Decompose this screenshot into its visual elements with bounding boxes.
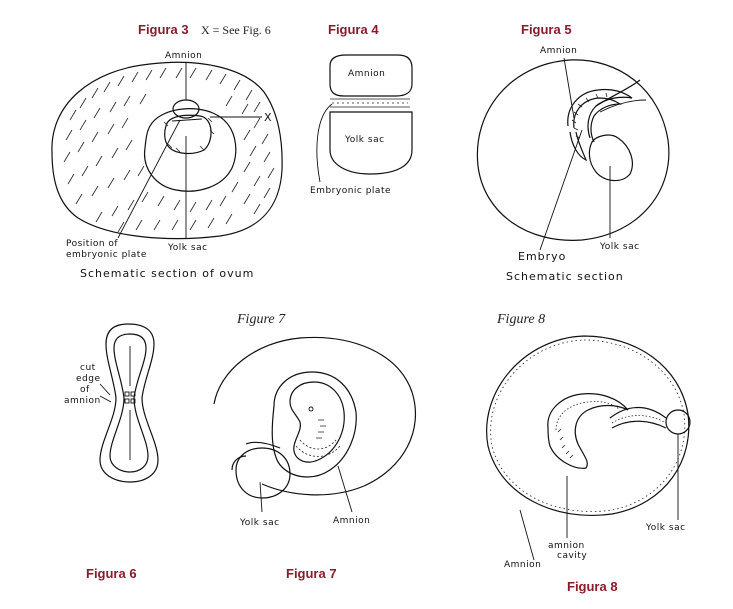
figure-8-amnion-cavity-label-1: amnion (548, 541, 585, 551)
figure-5-caption: Figura 5 (521, 22, 572, 37)
figure-3-note: X = See Fig. 6 (201, 23, 271, 37)
figure-5-ovum-outline (476, 59, 670, 241)
figure-6-inner-outline (109, 333, 149, 473)
figure-8-yolk-sac-label: Yolk sac (645, 523, 686, 533)
figure-5-embryo-tail (569, 131, 588, 162)
figure-6-label-line-1: cut (80, 363, 96, 373)
figure-6-leader-1 (99, 383, 111, 396)
figure-6-leader-2 (99, 395, 112, 403)
figure-3-position-label-1: Position of (66, 239, 118, 249)
figure-3-yolk-sac-label: Yolk sac (167, 243, 208, 253)
figure-3-bottom-label: Schematic section of ovum (80, 267, 254, 280)
figure-8-amnion-label: Amnion (504, 560, 541, 570)
figure-5-amnion-label: Amnion (540, 46, 577, 56)
figure-4-amnion-box (329, 54, 413, 97)
figure-7-top-caption: Figure 7 (236, 312, 286, 327)
figure-6-label-line-4: amnion (64, 396, 101, 406)
figure-7-caption: Figura 7 (286, 566, 337, 581)
figure-6-outer-outline (99, 323, 159, 483)
figure-7-ovum-outline (213, 336, 416, 496)
figure-3: Figura 3 X = See Fig. 6 Amnion X Positio… (51, 22, 283, 280)
figure-3-embryonic-plate-mark (171, 118, 203, 122)
figure-3-position-leader (117, 119, 181, 239)
figure-8: Figure 8 amnion cavity Amnion Yolk sac F… (486, 312, 691, 594)
figure-7-embryo-eye (308, 406, 314, 412)
figure-7-yolk-sac-label: Yolk sac (239, 518, 280, 528)
figure-4-plate-leader (316, 103, 333, 183)
figure-3-position-label-2: embryonic plate (66, 250, 147, 260)
figure-7-embryo (289, 381, 345, 463)
figure-4-embryonic-plate-band (330, 98, 410, 108)
figure-3-amnion-label: Amnion (165, 51, 202, 61)
figure-8-top-caption: Figure 8 (496, 312, 545, 327)
figure-8-amnion-cavity-label-2: cavity (557, 551, 587, 561)
figure-3-caption: Figura 3 (138, 22, 189, 37)
figure-7-embryo-hatch (295, 439, 341, 457)
figure-4-yolk-sac-label: Yolk sac (344, 135, 385, 145)
figure-7-yolk-sac-leader (259, 481, 263, 513)
figure-5-yolk-sac (588, 134, 633, 182)
figure-8-yolk-sac (665, 409, 691, 435)
figure-5: Figura 5 Amnion Embryo Yolk sac Schemati… (476, 22, 670, 283)
figure-8-caption: Figura 8 (567, 579, 618, 594)
figure-8-embryo-hatch (555, 401, 621, 431)
figure-3-chorion-hatching (63, 67, 275, 233)
figure-4-caption: Figura 4 (328, 22, 379, 37)
figure-8-amnion-band-top (609, 407, 667, 419)
figure-6: cut edge of amnion Figura 6 (64, 323, 159, 581)
figure-7: Figure 7 Yolk sac Amnion Figura 7 (213, 312, 416, 581)
figure-4-yolk-sac-box (329, 111, 413, 175)
figure-7-yolk-sac (235, 447, 291, 499)
figure-6-label-line-3: of (80, 385, 90, 395)
figure-8-embryo (547, 393, 629, 469)
figure-6-label-line-2: edge (76, 374, 101, 384)
figure-8-ovum-outline (486, 335, 690, 516)
figure-5-amnion-leader (563, 57, 575, 119)
figure-4-embryonic-plate-label: Embryonic plate (310, 186, 391, 196)
figure-8-amnion-leader (519, 509, 535, 561)
figure-5-bottom-label: Schematic section (506, 270, 624, 283)
figure-6-caption: Figura 6 (86, 566, 137, 581)
figure-5-yolk-sac-label: Yolk sac (599, 242, 640, 252)
figure-4: Figura 4 Amnion Yolk sac Embryonic plate (310, 22, 413, 196)
figure-5-embryo-outer (567, 88, 633, 139)
figure-7-stalk (245, 441, 281, 449)
figure-4-amnion-label: Amnion (348, 69, 385, 79)
figure-5-embryo-label: Embryo (518, 250, 566, 263)
figure-7-amnion-leader (337, 465, 353, 513)
figure-7-amnion-sac (271, 371, 357, 478)
figure-7-amnion-label: Amnion (333, 516, 370, 526)
figure-5-embryo-leader (539, 129, 583, 251)
figure-8-amnion-band-bottom (611, 420, 667, 429)
figure-8-chorion-hatching (490, 339, 686, 512)
figure-5-amnion-fold (595, 79, 641, 107)
figure-3-x-marker: X (264, 111, 273, 124)
figure-3-inner-cavity (144, 108, 237, 192)
figure-3-ovum-outline (51, 61, 283, 240)
